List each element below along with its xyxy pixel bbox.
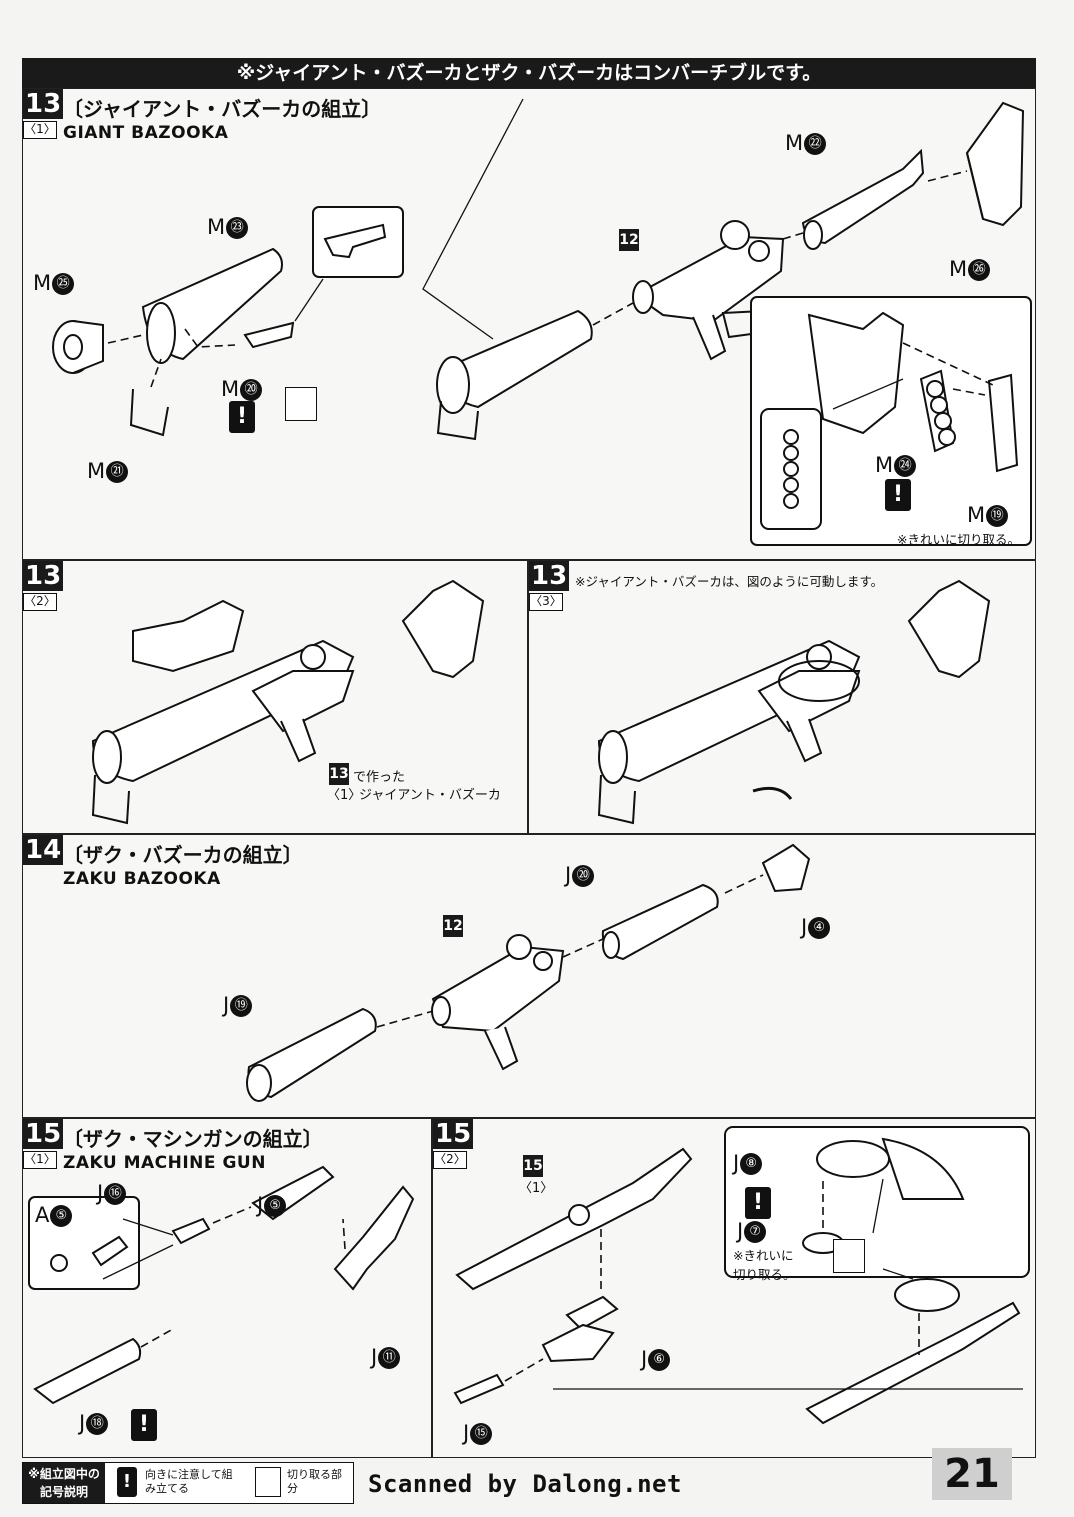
substep-label: 〈1〉 xyxy=(23,1151,57,1169)
convertible-banner: ※ジャイアント・バズーカとザク・バズーカはコンバーチブルです。 xyxy=(22,58,1036,88)
zaku-bazooka-assembly-drawing xyxy=(246,843,811,1102)
step-14-panel: 14 〔ザク・バズーカの組立〕 ZAKU BAZOOKA 12 xyxy=(22,834,1036,1118)
part-tag-12: 12 xyxy=(619,229,639,251)
cut-part-icon xyxy=(833,1239,865,1273)
cut-cleanly-note: ※きれいに切り取る。 xyxy=(733,1248,796,1282)
step-title-jp: 〔ジャイアント・バズーカの組立〕 xyxy=(63,97,382,121)
machine-gun-drum-drawing xyxy=(453,1126,1030,1425)
cut-part-icon xyxy=(255,1467,281,1497)
giant-bazooka-assembly-drawing xyxy=(52,98,1032,546)
machine-gun-assembly-drawing xyxy=(28,1165,415,1405)
step-15-1-panel: 15 〈1〉 〔ザク・マシンガンの組立〕 ZAKU MACHINE GUN xyxy=(22,1118,432,1458)
ref-text-made-in: で作った xyxy=(353,770,406,785)
bazooka-in-hand-drawing xyxy=(91,579,485,825)
symbol-legend: ※組立図中の記号説明 ! 向きに注意して組み立てる 切り取る部分 xyxy=(22,1462,354,1504)
orientation-warning-icon: ! xyxy=(885,479,911,511)
cut-part-icon xyxy=(285,387,317,421)
step-title-en: ZAKU BAZOOKA xyxy=(63,869,221,889)
step-13-3-panel: 13 〈3〉 ※ジャイアント・バズーカは、図のように可動します。 xyxy=(528,560,1036,834)
ref-substep: 〈1〉 xyxy=(519,1181,554,1196)
legend-cut-text: 切り取る部分 xyxy=(287,1468,342,1495)
substep-label: 〈3〉 xyxy=(529,593,563,611)
orientation-warning-icon: ! xyxy=(131,1409,157,1441)
scanner-credit: Scanned by Dalong.net xyxy=(368,1470,682,1498)
legend-heading: ※組立図中の記号説明 xyxy=(23,1463,105,1503)
step-15-2-panel: 15 〈2〉 xyxy=(432,1118,1036,1458)
orientation-warning-icon: ! xyxy=(745,1187,771,1219)
substep-label: 〈1〉 xyxy=(23,121,57,139)
part-tag-12: 12 xyxy=(443,915,463,937)
legend-warning-text: 向きに注意して組み立てる xyxy=(145,1468,233,1495)
movable-note: ※ジャイアント・バズーカは、図のように可動します。 xyxy=(575,574,884,589)
step-title-jp: 〔ザク・マシンガンの組立〕 xyxy=(63,1127,323,1151)
step-number: 15 xyxy=(23,1119,64,1149)
step-title-en: GIANT BAZOOKA xyxy=(63,123,229,143)
step-title-jp: 〔ザク・バズーカの組立〕 xyxy=(63,843,303,867)
step-number: 13 xyxy=(23,561,64,591)
step-number: 13 xyxy=(23,89,64,119)
step-title-en: ZAKU MACHINE GUN xyxy=(63,1153,266,1173)
orientation-warning-icon: ! xyxy=(117,1467,137,1497)
substep-label: 〈2〉 xyxy=(23,593,57,611)
step-13-1-panel: 13 〈1〉 〔ジャイアント・バズーカの組立〕 GIANT BAZOOKA xyxy=(22,88,1036,560)
substep-label: 〈2〉 xyxy=(433,1151,467,1169)
footer: ※組立図中の記号説明 ! 向きに注意して組み立てる 切り取る部分 Scanned… xyxy=(22,1448,1036,1504)
ref-substep: 〈1〉 xyxy=(327,788,362,803)
orientation-warning-icon: ! xyxy=(229,401,255,433)
bazooka-rotation-drawing xyxy=(597,579,991,825)
page-number: 21 xyxy=(932,1448,1012,1500)
step-13-2-panel: 13 〈2〉 13 で作った 〈1〉 ジャイアント・バズーカ xyxy=(22,560,528,834)
ref-step-number: 15 xyxy=(523,1155,543,1177)
ref-step-number: 13 xyxy=(329,763,349,785)
ref-text-giant-bazooka: ジャイアント・バズーカ xyxy=(359,788,501,803)
step-number: 14 xyxy=(23,835,64,865)
step-number: 13 xyxy=(529,561,570,591)
step-number: 15 xyxy=(433,1119,474,1149)
cut-cleanly-note: ※きれいに切り取る。 xyxy=(897,532,1020,547)
